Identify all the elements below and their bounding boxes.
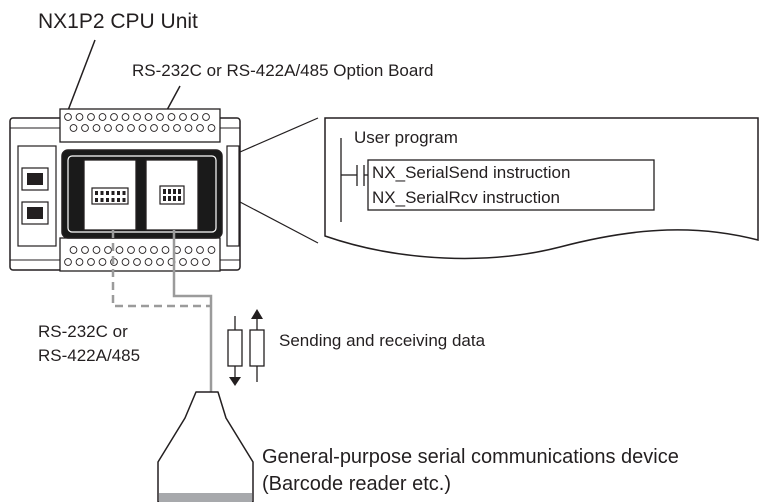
callout-line-bottom <box>239 201 319 244</box>
serial-rcv-instruction-label: NX_SerialRcv instruction <box>372 188 561 207</box>
device-band <box>159 493 252 502</box>
interface-label-line1: RS-232C or <box>38 322 128 341</box>
ethernet-port-icon <box>21 201 49 225</box>
bottom-terminal-block <box>59 237 221 272</box>
sending-receiving-label: Sending and receiving data <box>279 331 486 350</box>
instruction-box <box>367 159 655 211</box>
cpu-unit-label: NX1P2 CPU Unit <box>38 10 198 33</box>
ladder-contact-icon <box>340 138 368 222</box>
user-program-label: User program <box>354 128 458 147</box>
send-receive-arrows-icon <box>227 309 265 386</box>
ethernet-port-icon <box>21 167 49 191</box>
serial-send-instruction-label: NX_SerialSend instruction <box>372 163 571 182</box>
serial-cable <box>172 230 213 392</box>
callout-line-top <box>239 117 319 153</box>
device-label-line1: General-purpose serial communications de… <box>262 446 679 468</box>
device-label-line2: (Barcode reader etc.) <box>262 473 451 495</box>
cpu-unit-graphic <box>9 108 241 272</box>
barcode-reader-device <box>157 391 254 502</box>
option-board-slot-right <box>145 159 199 231</box>
option-board-label: RS-232C or RS-422A/485 Option Board <box>132 61 434 80</box>
interface-label-line2: RS-422A/485 <box>38 346 141 365</box>
option-board-slot-left <box>83 159 137 231</box>
